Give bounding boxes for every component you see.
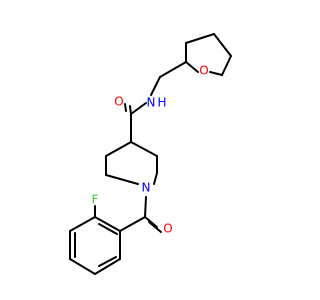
bond-layer [69,33,232,275]
bond-ar-inner-3 [98,256,117,267]
bond-pipn-benzoyl [144,196,147,218]
bond-benzoyl-o-2 [148,221,162,233]
bond-ar-c1-c2 [94,216,121,232]
atom-n-amide-label: N [147,96,156,110]
atom-f-fluoro-label: F [92,193,99,207]
bond-pip-c2-n [105,174,139,185]
bond-ar-inner-1 [98,223,118,235]
bond-benzoyl-aryl [119,216,146,232]
atom-h-amide-label: H [157,96,166,110]
bond-ar-c2-c3 [69,216,96,232]
bond-pip-c4-c3 [105,141,132,157]
bond-ar-c5-c6 [94,258,121,275]
molecule-svg: O N H O N O F [69,33,232,275]
bond-thf-o-c1 [185,61,199,73]
atom-label-layer: O N H O N O F [92,64,209,236]
bond-carbonyl-o-2 [124,103,127,112]
bond-thf-ch2 [159,61,187,78]
bond-benzoyl-o-1 [144,216,158,228]
bond-thf-c2-c3 [213,33,232,57]
bond-ar-c4-c5 [69,258,96,275]
bond-carbonyl-o-1 [129,105,132,115]
atom-o-ring-label: O [199,64,208,78]
atom-o-benzoyl-label: O [163,222,172,236]
bond-thf-c3-c4 [221,55,232,76]
bond-thf-c1-c2 [185,33,215,44]
bond-ch2-n [150,76,161,96]
bond-pip-n-c6 [153,172,158,185]
atom-n-piperidine-label: N [142,181,151,195]
atom-o-amide-label: O [114,95,123,109]
bond-thf-c4-o [209,71,223,76]
bond-pip-c5-c4 [130,141,158,157]
molecule-diagram: O N H O N O F [69,33,232,275]
bond-n-carbonyl [130,102,147,115]
